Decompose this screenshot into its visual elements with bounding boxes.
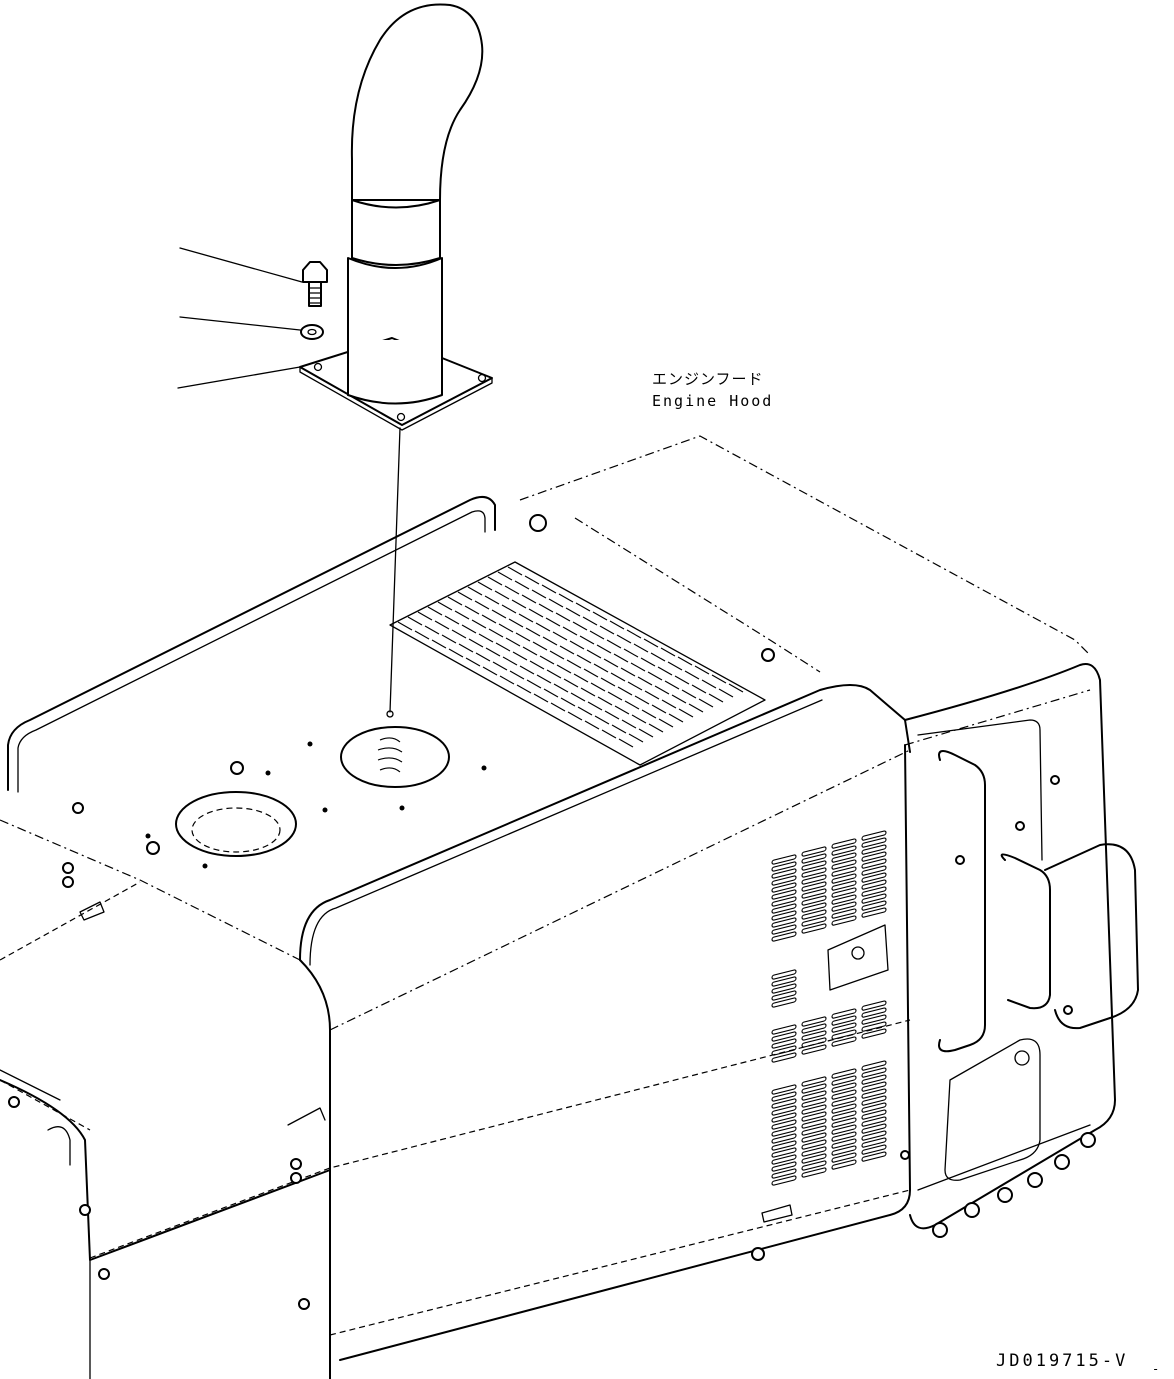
exhaust-pipe	[299, 3, 493, 713]
top-grille	[389, 561, 766, 766]
engine-hood-label-japanese: エンジンフード	[652, 370, 764, 388]
engine-hood-label-english: Engine Hood	[652, 392, 774, 410]
bolt-and-washer	[300, 261, 328, 340]
drawing-id: JD019715-V	[996, 1351, 1129, 1371]
leader-lines	[177, 247, 303, 389]
misc-fasteners	[8, 514, 1096, 1310]
hood-openings	[72, 648, 775, 869]
corner-mark: -	[1152, 1362, 1160, 1376]
engine-hood	[0, 435, 1116, 1379]
side-handles	[900, 750, 1139, 1181]
side-louvers	[771, 830, 889, 1186]
